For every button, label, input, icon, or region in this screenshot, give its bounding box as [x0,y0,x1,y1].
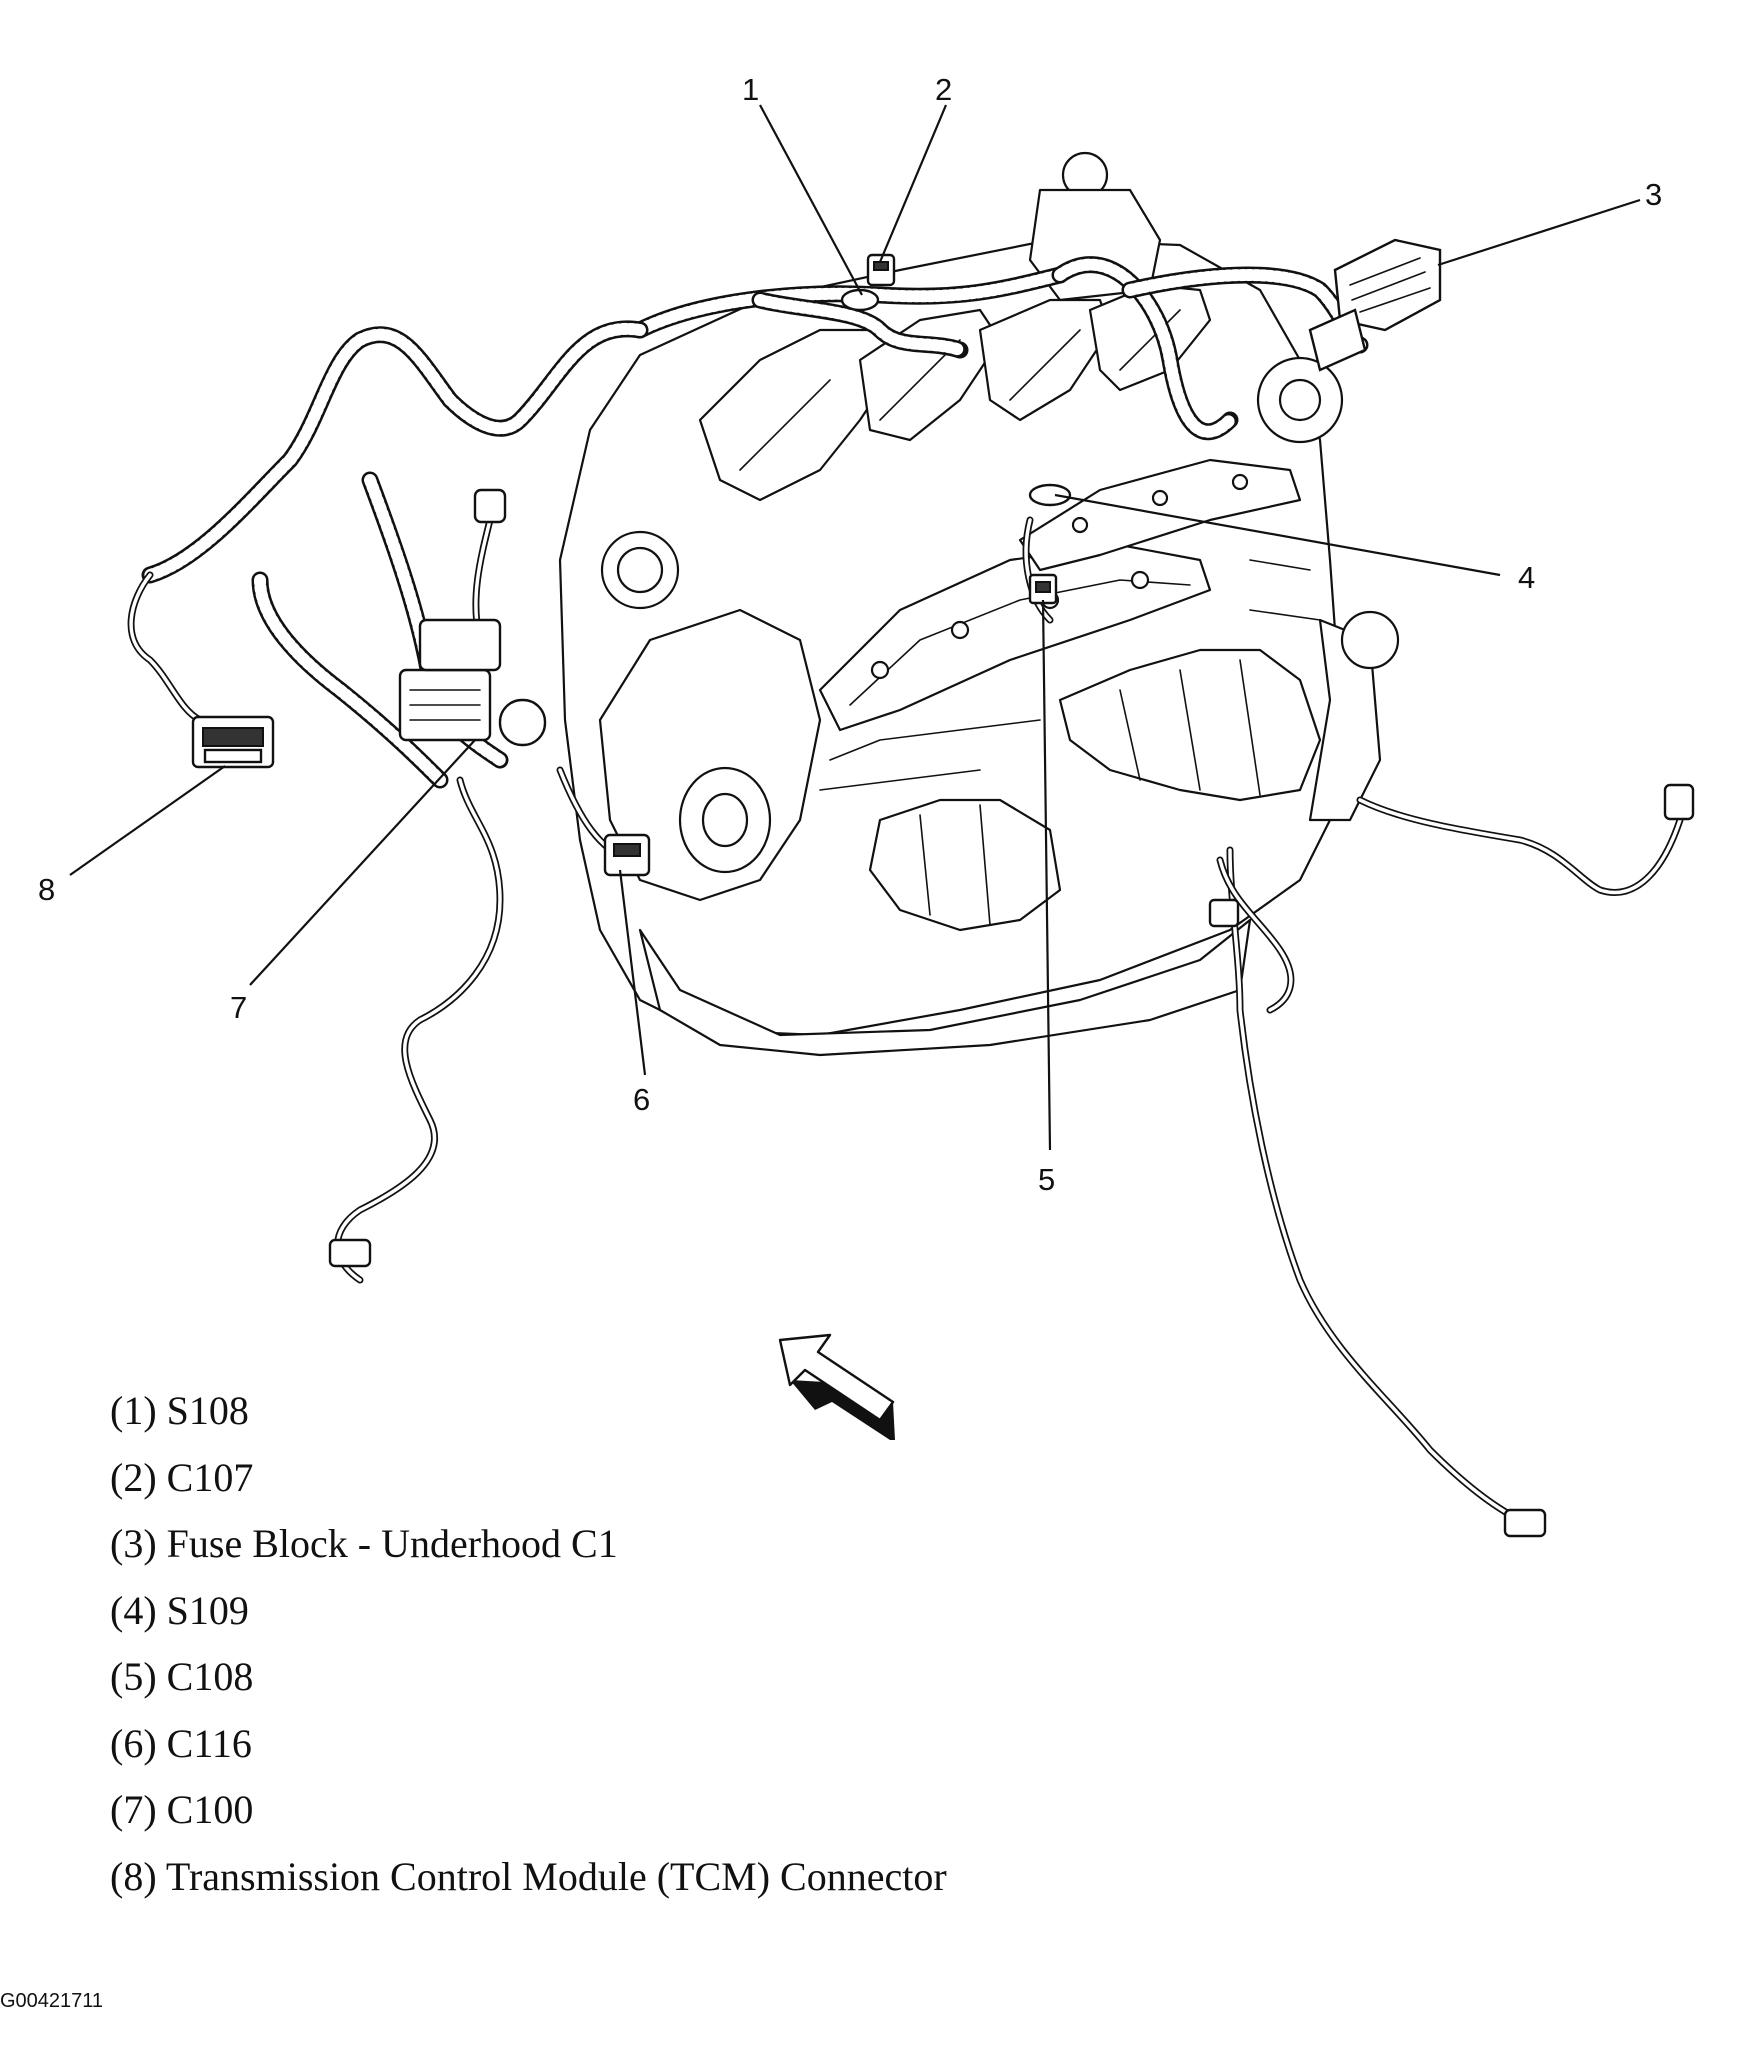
leader-line-5 [1041,599,1052,1151]
figure-id: G00421711 [0,1990,104,2012]
callout-number-3: 3 [1645,177,1662,212]
engine-block-drawing [558,151,1400,1057]
connector-tcm [191,715,275,769]
end-connector-lower-mid [1208,898,1240,928]
leader-line-7 [249,739,476,986]
callout-number-1: 1 [742,72,759,107]
callout-number-4: 4 [1518,560,1535,595]
callout-number-8: 8 [38,872,55,907]
legend-item-6: (6) C116 [110,1720,252,1766]
leader-line-6 [618,869,647,1076]
connector-c108 [1028,573,1058,605]
connector-fuse-block-underhood-c1 [1308,238,1442,372]
splice-s109 [1028,483,1072,507]
leader-lines [69,104,1641,1151]
legend-item-4: (4) S109 [110,1587,249,1633]
legend: (1) S108 (2) C107 (3) Fuse Block - Under… [110,1378,1310,1910]
connectors [191,238,1695,1538]
legend-item-1: (1) S108 [110,1388,249,1433]
callout-number-6: 6 [633,1082,650,1117]
end-connector-bottom-right [1503,1508,1547,1538]
legend-item-3: (3) Fuse Block - Underhood C1 [110,1521,618,1566]
leader-line-8 [69,765,226,876]
end-connector-right [1663,783,1695,821]
legend-item-2: (2) C107 [110,1454,254,1500]
leader-line-1 [759,104,863,296]
leader-line-2 [878,104,948,263]
callout-number-2: 2 [935,72,952,107]
legend-item-5: (5) C108 [110,1654,254,1699]
front-direction-arrow-icon [778,1333,895,1440]
callout-number-5: 5 [1038,1162,1055,1197]
callout-numbers: 1 2 3 4 5 6 7 8 [38,72,1662,1197]
leader-line-3 [1437,198,1641,267]
end-connector-left [328,1238,372,1268]
end-connector-upper-left [473,488,507,524]
legend-item-8: (8) Transmission Control Module (TCM) Co… [110,1853,947,1899]
callout-number-7: 7 [230,990,247,1025]
connector-c100 [398,618,547,747]
leader-line-4 [1054,493,1501,577]
legend-item-7: (7) C100 [110,1787,254,1832]
connector-c116 [603,833,651,877]
